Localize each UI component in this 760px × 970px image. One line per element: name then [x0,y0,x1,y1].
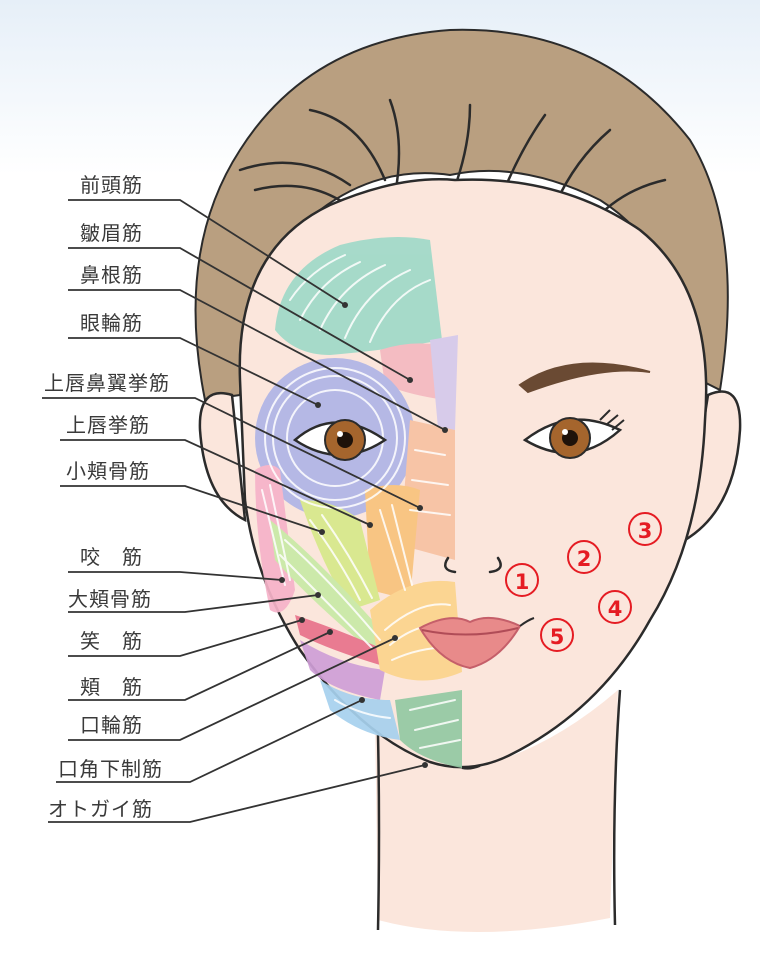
label-buccinator: 頬 筋 [80,676,143,698]
marker-3: 3 [628,512,662,546]
label-orbicularis-oculi: 眼輪筋 [80,312,143,334]
marker-2: 2 [567,540,601,574]
label-zygomaticus-minor: 小頬骨筋 [66,460,150,482]
label-risorius: 笑 筋 [80,630,143,652]
label-levator-labii: 上唇挙筋 [66,414,150,436]
leader-masseter [68,572,282,580]
label-levator-labii-alaeque: 上唇鼻翼挙筋 [44,372,170,394]
label-mentalis: オトガイ筋 [48,798,153,820]
label-zygomaticus-major: 大頬骨筋 [68,588,152,610]
neck-left-outline [378,735,379,930]
label-orbicularis-oris: 口輪筋 [80,714,143,736]
marker-1: 1 [505,563,539,597]
marker-5: 5 [540,618,574,652]
label-depressor-anguli: 口角下制筋 [58,758,163,780]
label-masseter: 咬 筋 [80,546,143,568]
label-corrugator: 皺眉筋 [80,222,143,244]
label-procerus: 鼻根筋 [80,264,143,286]
label-frontalis: 前頭筋 [80,174,143,196]
marker-4: 4 [598,590,632,624]
